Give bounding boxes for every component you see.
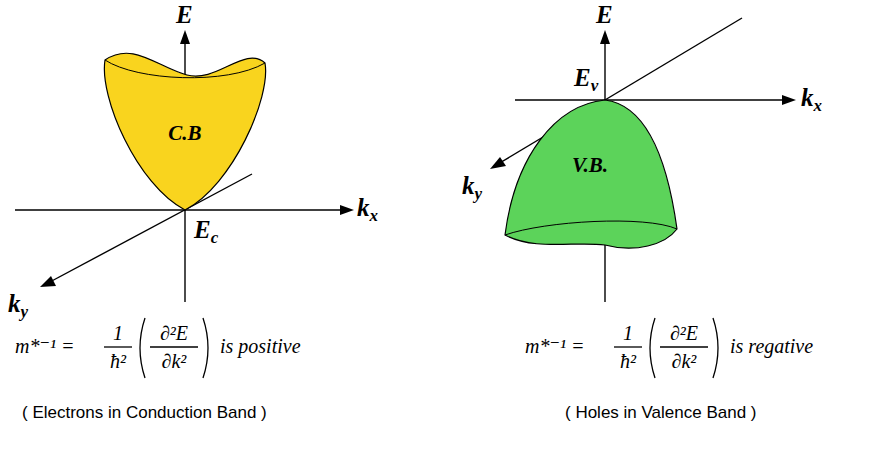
arrowhead xyxy=(782,95,796,105)
axis-label: ky xyxy=(462,172,482,200)
valence-band-surface: V.B. xyxy=(495,95,685,255)
formula-term: m*⁻¹ = xyxy=(525,335,585,358)
band-rim xyxy=(105,60,265,78)
fraction-bar xyxy=(660,346,708,347)
fraction-bar xyxy=(150,346,198,347)
left-arrowheads xyxy=(40,30,354,287)
conduction-band-surface: C.B xyxy=(95,35,270,215)
arrowhead xyxy=(180,30,190,44)
caption: ( Electrons in Conduction Band ) xyxy=(22,402,267,423)
arrowhead xyxy=(600,30,610,44)
parenthesis xyxy=(650,318,655,378)
axis-label: ky xyxy=(8,290,28,318)
axis-label: kx xyxy=(357,194,378,222)
formula-term: ∂²E xyxy=(150,322,198,345)
axis-label: kx xyxy=(801,84,822,112)
band-rim xyxy=(505,221,677,235)
left-axes xyxy=(15,36,346,302)
formula-term: m*⁻¹ = xyxy=(15,335,75,358)
band-edge-label: Ev xyxy=(574,64,598,92)
formula-marks xyxy=(104,318,718,378)
fraction-bar xyxy=(614,346,642,347)
arrowhead xyxy=(340,205,354,215)
axis-label: E xyxy=(176,1,193,29)
caption: ( Holes in Valence Band ) xyxy=(565,402,757,423)
formula-term: ∂²E xyxy=(660,322,708,345)
band-fill xyxy=(505,100,677,248)
parenthesis xyxy=(713,318,718,378)
formula-term: ∂k² xyxy=(660,350,708,373)
formula-note: is positive xyxy=(220,335,301,358)
kx-axis xyxy=(515,99,788,100)
formula-term: 1 xyxy=(614,322,642,345)
band-fill xyxy=(104,53,265,210)
band-label: V.B. xyxy=(550,153,630,177)
parenthesis xyxy=(203,318,208,378)
arrowhead xyxy=(40,276,56,287)
formula-term: ∂k² xyxy=(150,350,198,373)
formula-term: ħ² xyxy=(612,350,644,373)
arrowhead xyxy=(490,157,506,169)
kx-axis xyxy=(15,209,346,210)
right-axes xyxy=(498,18,788,302)
parenthesis xyxy=(140,318,145,378)
formula-term: 1 xyxy=(104,322,132,345)
ky-axis xyxy=(48,174,252,283)
fraction-bar xyxy=(104,346,132,347)
axis-label: E xyxy=(596,1,613,29)
band-edge-label: Ec xyxy=(194,216,218,244)
band-label: C.B xyxy=(150,121,220,145)
formula-term: ħ² xyxy=(102,350,134,373)
formula-note: is regative xyxy=(730,335,813,358)
